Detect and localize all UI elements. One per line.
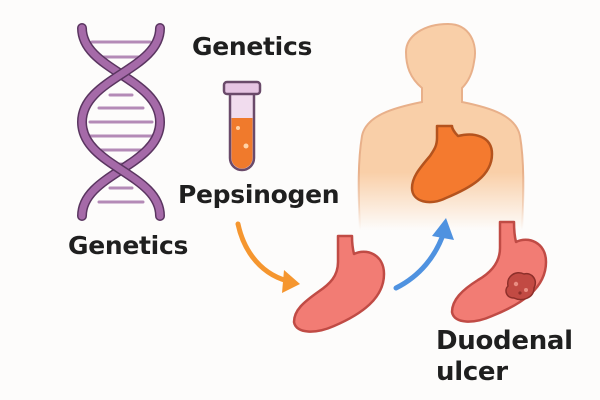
label-pepsinogen: Pepsinogen	[178, 180, 340, 209]
curved-arrow-icon	[393, 218, 454, 291]
stomach-icon	[292, 234, 386, 333]
label-duodenal-line1: Duodenal	[436, 326, 573, 356]
dna-icon	[76, 23, 166, 221]
label-genetics-bottom: Genetics	[68, 231, 189, 260]
curved-arrow-icon	[235, 221, 300, 293]
test-tube-icon	[222, 80, 262, 172]
stomach-icon	[410, 124, 494, 204]
label-duodenal-line2: ulcer	[436, 357, 508, 387]
label-duodenal-ulcer: Duodenal ulcer	[436, 326, 573, 388]
label-genetics-top: Genetics	[192, 32, 313, 61]
ulcerated-stomach-icon	[450, 220, 548, 323]
